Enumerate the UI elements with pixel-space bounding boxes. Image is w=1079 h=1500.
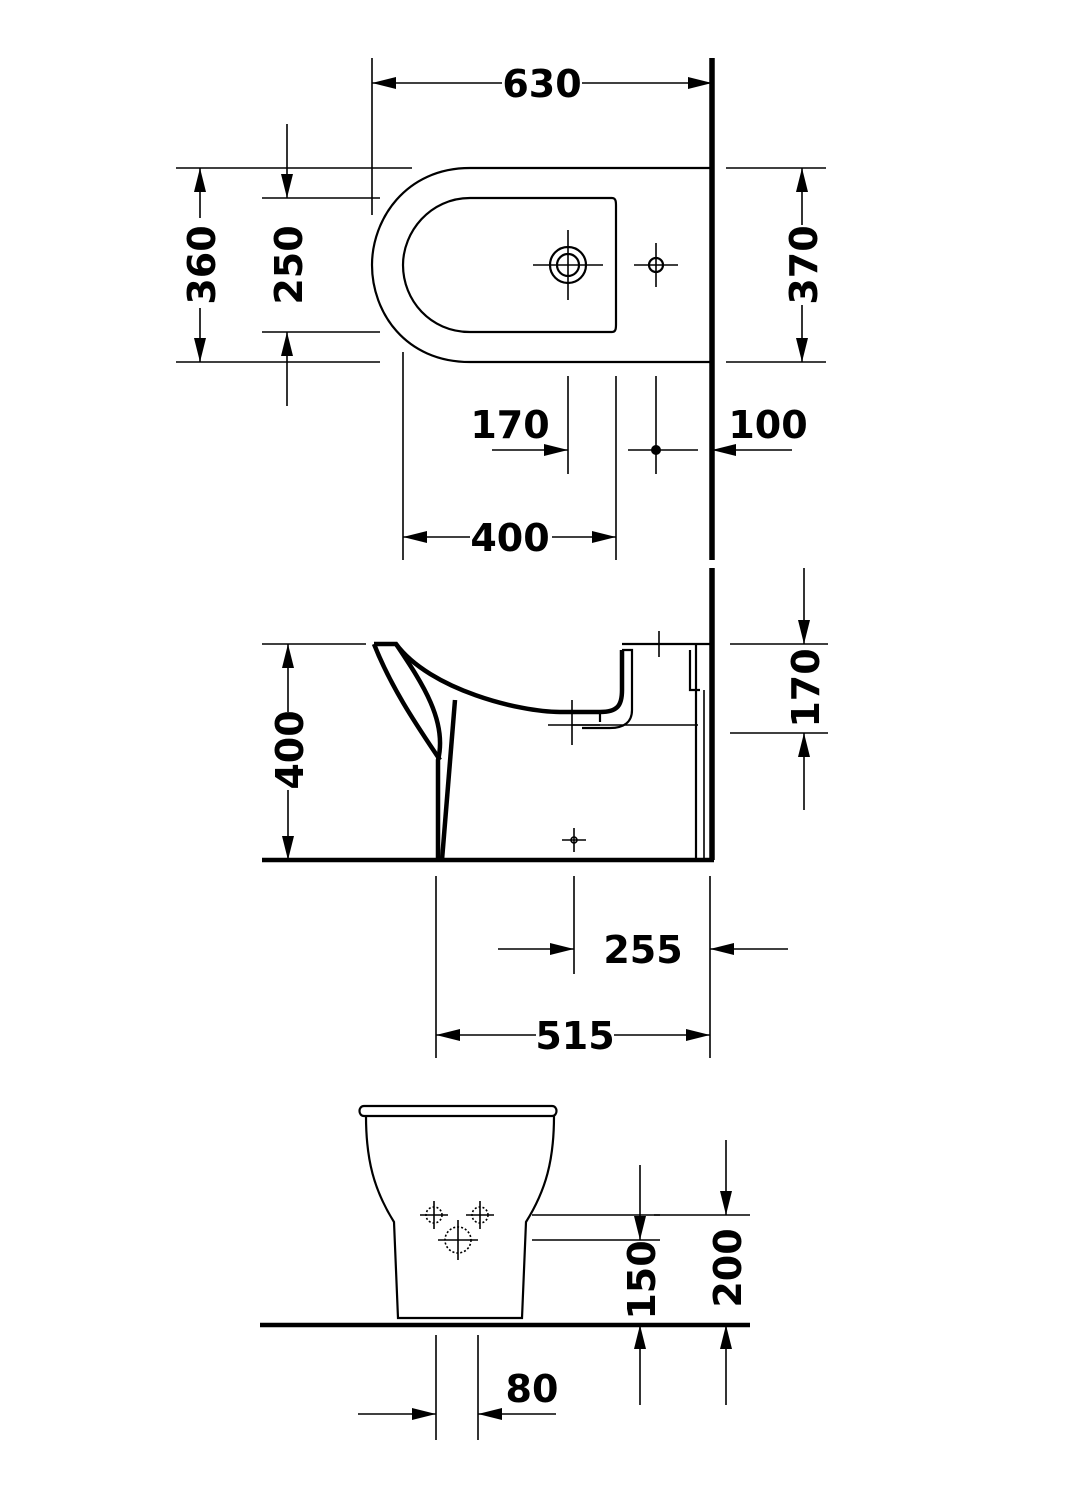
fixing-point-symbol bbox=[634, 243, 678, 287]
top-view: 630 360 250 370 170 bbox=[176, 58, 826, 560]
dim-mount-spacing: 400 bbox=[470, 516, 549, 560]
bidet-side-bowl bbox=[394, 642, 625, 715]
bidet-side-pedestal bbox=[439, 699, 458, 861]
bowl-inner-outline bbox=[401, 196, 618, 334]
waste-centre-symbol bbox=[548, 700, 698, 745]
waste-connection bbox=[438, 1220, 478, 1260]
tap-hole-symbol bbox=[533, 230, 603, 300]
dim-connection-height: 170 bbox=[784, 648, 828, 727]
dim-bidet-height: 400 bbox=[268, 710, 312, 789]
dim-bowl-width: 250 bbox=[267, 225, 311, 304]
side-view: 400 170 255 515 bbox=[262, 568, 828, 1058]
dim-overall-depth: 630 bbox=[502, 62, 581, 106]
dim-overall-width: 360 bbox=[180, 225, 224, 304]
bidet-side-trap bbox=[582, 648, 634, 730]
dim-inlet-height: 200 bbox=[706, 1228, 750, 1307]
supply-connection-left bbox=[420, 1201, 448, 1229]
bowl-outer-outline bbox=[370, 166, 712, 364]
fixing-centre-symbol bbox=[562, 828, 586, 852]
dim-floor-depth: 515 bbox=[535, 1014, 614, 1058]
dim-outlet-to-wall: 255 bbox=[603, 928, 682, 972]
dim-back-width: 370 bbox=[782, 225, 826, 304]
supply-connection-right bbox=[466, 1201, 494, 1229]
bidet-side-rim bbox=[371, 643, 442, 762]
dim-outlet-height: 150 bbox=[620, 1240, 664, 1319]
dim-tap-hole-offset: 170 bbox=[470, 403, 549, 447]
dim-wall-to-mount: 100 bbox=[728, 403, 807, 447]
front-view: 150 200 80 bbox=[260, 1104, 750, 1440]
bidet-side-back bbox=[622, 642, 712, 692]
dim-foot-offset: 80 bbox=[506, 1367, 559, 1411]
bidet-front-body bbox=[364, 1115, 556, 1320]
bidet-front-rim bbox=[358, 1104, 558, 1118]
top-fixing-symbol bbox=[646, 631, 672, 657]
